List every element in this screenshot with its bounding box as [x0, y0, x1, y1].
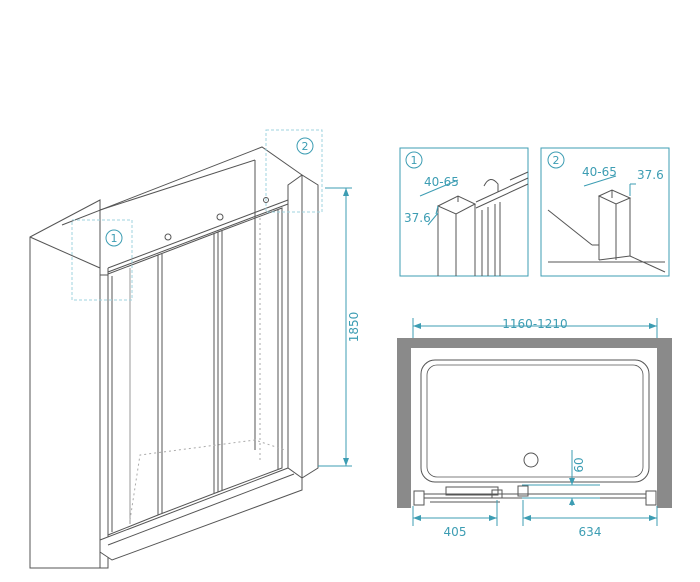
detail-2-width: 40-65 — [582, 165, 617, 179]
detail-1-panel: 1 40-65 37.6 — [399, 147, 529, 277]
plan-left-dim-label: 405 — [444, 525, 467, 539]
callout-2-marker: 2 — [265, 129, 323, 213]
plan-bottom-dimensions — [412, 500, 658, 526]
plan-width-label: 1160-1210 — [502, 317, 567, 331]
plan-width-dimension — [412, 318, 658, 340]
plan-door-rail — [413, 485, 657, 506]
height-dimension — [318, 187, 352, 467]
height-dimension-label: 1850 — [347, 312, 361, 343]
callout-1-label: 1 — [111, 232, 118, 245]
detail-2-number: 2 — [553, 154, 560, 167]
plan-right-dim-label: 634 — [579, 525, 602, 539]
detail-1-width: 40-65 — [424, 175, 459, 189]
top-rail — [107, 197, 289, 273]
callout-2-label: 2 — [302, 140, 309, 153]
plan-view: 1160-1210 60 — [397, 317, 672, 539]
isometric-enclosure-view — [29, 146, 319, 569]
tray-outline — [420, 359, 650, 483]
glass-door-panels — [107, 207, 283, 536]
callout-1-marker: 1 — [71, 219, 133, 301]
detail-2-panel: 2 40-65 37.6 — [540, 147, 670, 277]
drain — [523, 452, 539, 468]
right-wall — [287, 174, 319, 479]
detail-2-depth: 37.6 — [637, 168, 664, 182]
detail-1-depth: 37.6 — [404, 211, 431, 225]
shower-tray — [99, 439, 303, 561]
detail-1-number: 1 — [411, 154, 418, 167]
plan-clearance-label: 60 — [572, 457, 586, 472]
back-wall — [61, 146, 303, 450]
left-wall — [29, 199, 109, 569]
plan-clearance-dimension — [522, 450, 600, 506]
